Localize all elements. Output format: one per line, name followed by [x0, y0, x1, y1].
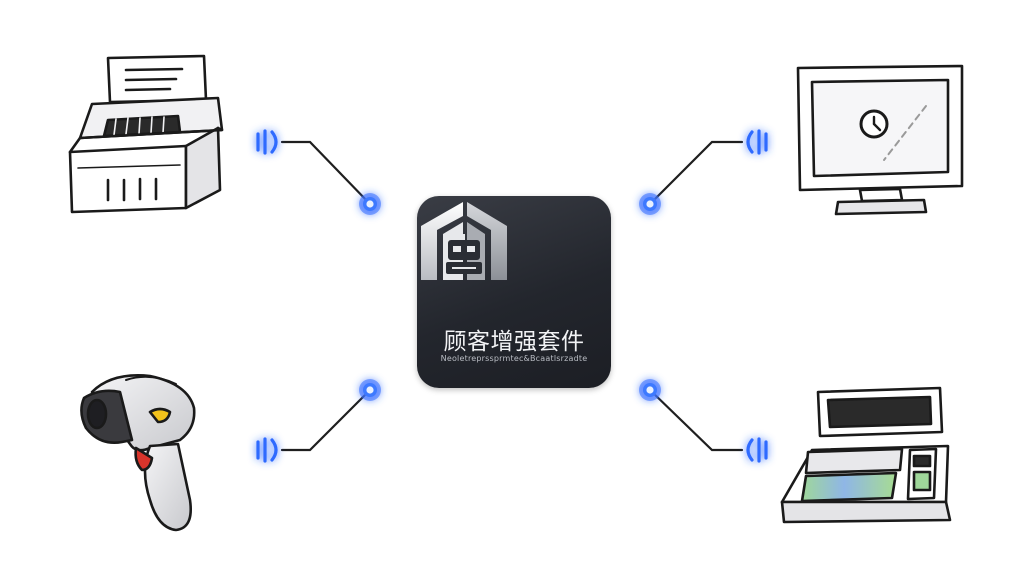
connector-lines [280, 140, 744, 452]
link-scanner [280, 388, 372, 452]
node-bottom-right [639, 379, 661, 401]
signal-icon-scanner [256, 437, 278, 463]
hub-subtitle: Neoletreprssprmtec&Bcaatlsrzadte [440, 354, 588, 363]
signal-icon-printer [256, 129, 278, 155]
node-bottom-left [359, 379, 381, 401]
receipt-printer-icon [68, 54, 224, 214]
signal-icon-terminal [746, 437, 768, 463]
device-connectors [256, 129, 768, 463]
monitor-icon [796, 64, 964, 216]
house-robot-icon [421, 202, 507, 280]
pos-terminal-icon [780, 386, 952, 524]
node-top-right [639, 193, 661, 215]
node-top-left [359, 193, 381, 215]
link-printer [280, 140, 372, 206]
hub-title: 顾客增强套件 [443, 329, 585, 355]
barcode-scanner-icon [80, 374, 196, 532]
hub-app-tile[interactable]: 顾客增强套件 Neoletreprssprmtec&Bcaatlsrzadte [417, 196, 611, 388]
signal-icon-monitor [746, 129, 768, 155]
link-terminal [648, 388, 744, 452]
link-monitor [648, 140, 744, 206]
hub-nodes [359, 193, 661, 401]
